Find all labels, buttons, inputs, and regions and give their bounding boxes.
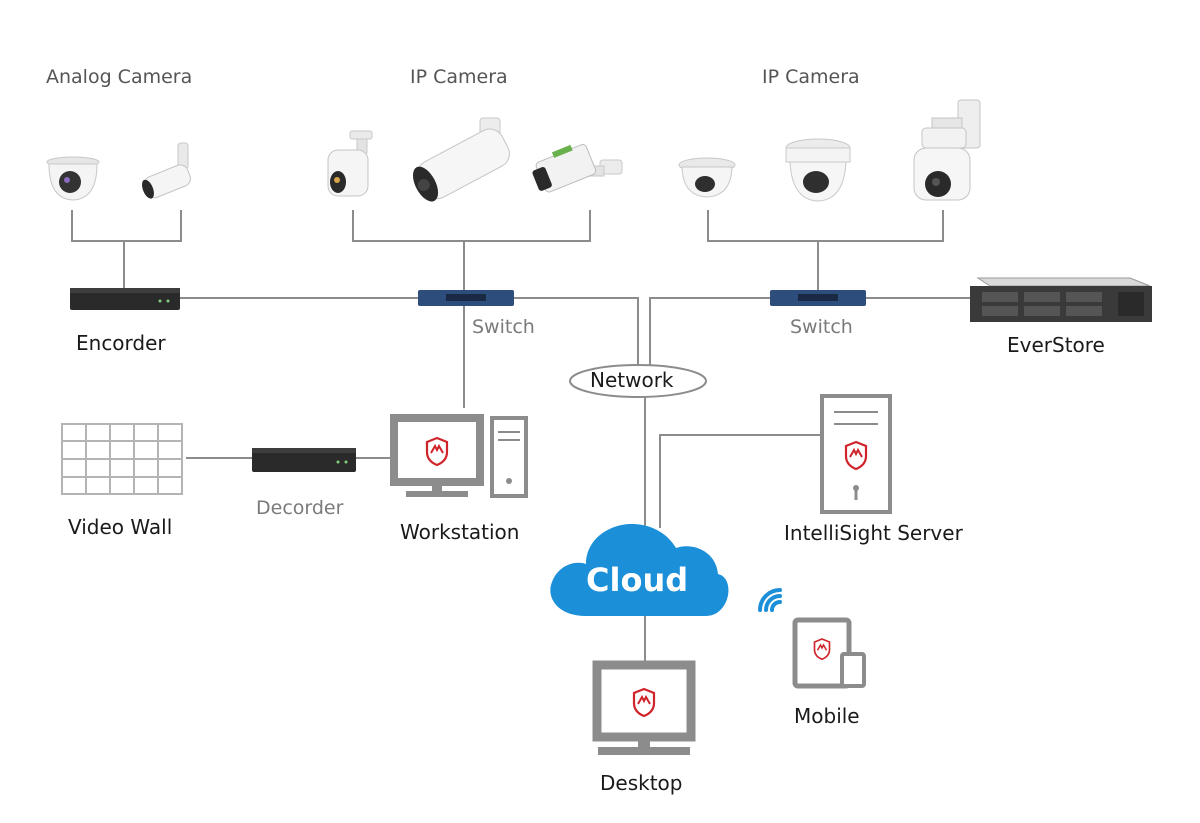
decorder-label: Decorder xyxy=(256,497,344,519)
network-label: Network xyxy=(590,368,674,392)
mobile-label: Mobile xyxy=(794,704,860,728)
wifi-icon xyxy=(758,588,782,612)
switch-right-label: Switch xyxy=(790,316,853,338)
ip-camera-right-group-label: IP Camera xyxy=(762,66,860,88)
cloud-label: Cloud xyxy=(586,561,689,599)
encorder-device-icon xyxy=(70,288,180,310)
ip-camera-left-group-label: IP Camera xyxy=(410,66,508,88)
phone-device-icon xyxy=(840,652,866,688)
analog-bullet-camera-icon xyxy=(142,142,191,199)
ip-mini-dome-camera-icon xyxy=(678,157,736,198)
ip-dome-camera-icon xyxy=(785,138,851,202)
encorder-label: Encorder xyxy=(76,331,166,355)
ip-ptz-camera-icon xyxy=(913,99,981,201)
desktop-label: Desktop xyxy=(600,771,683,795)
ip-bullet-camera-large-icon xyxy=(412,117,510,202)
ip-camera-left-bracket xyxy=(352,210,591,242)
video-wall-label: Video Wall xyxy=(68,515,173,539)
analog-camera-bracket xyxy=(71,210,182,242)
switch-left-device-icon xyxy=(418,290,514,306)
switch-right-to-network-line xyxy=(649,297,770,365)
analog-camera-group-label: Analog Camera xyxy=(46,66,193,88)
ip-bullet-camera-small-icon xyxy=(327,130,373,197)
workstation-label: Workstation xyxy=(400,520,520,544)
ip-camera-right-bracket xyxy=(707,210,944,242)
cloud-shape xyxy=(550,524,729,616)
intellisight-server-icon xyxy=(820,394,892,514)
switch-right-device-icon xyxy=(770,290,866,306)
server-to-cloud-line xyxy=(659,434,820,528)
switch-left-to-network-line xyxy=(510,297,639,365)
ip-box-camera-icon xyxy=(532,144,623,193)
decorder-device-icon xyxy=(252,448,356,472)
everstore-label: EverStore xyxy=(1007,333,1105,357)
everstore-device-icon xyxy=(970,277,1152,322)
switch-left-label: Switch xyxy=(472,316,535,338)
video-wall-icon xyxy=(61,423,183,495)
analog-dome-camera-icon xyxy=(46,156,100,201)
workstation-tower-icon xyxy=(490,416,528,498)
intellisight-server-label: IntelliSight Server xyxy=(784,521,963,545)
connector-lines xyxy=(71,210,970,662)
desktop-monitor-icon xyxy=(592,660,696,755)
network-node-ellipse xyxy=(569,364,707,398)
workstation-monitor-icon xyxy=(390,414,484,497)
